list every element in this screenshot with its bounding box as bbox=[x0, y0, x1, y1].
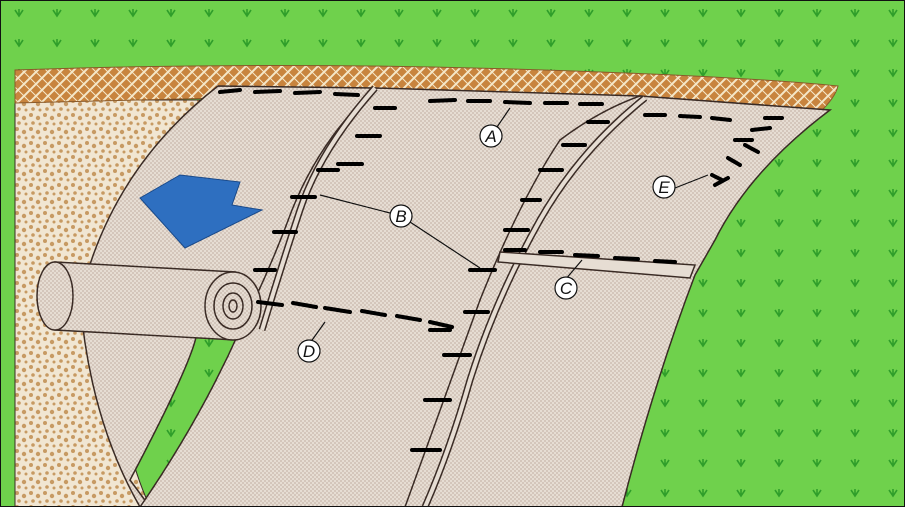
callout-label-b: B bbox=[395, 207, 406, 226]
staples-left-seam bbox=[253, 106, 397, 272]
callout-label-d: D bbox=[303, 342, 315, 361]
staples-right-seam bbox=[410, 120, 610, 452]
callout-e: E bbox=[652, 175, 676, 199]
seam-end-overlap bbox=[497, 251, 697, 279]
rolled-blanket-icon bbox=[36, 261, 262, 341]
callout-a: A bbox=[479, 124, 503, 148]
staples-terminal-edge bbox=[710, 116, 784, 187]
blanket-strip-right bbox=[404, 95, 833, 507]
leader-lines bbox=[309, 107, 709, 344]
seam-overlap-right-inner bbox=[423, 96, 647, 507]
callout-label-e: E bbox=[658, 178, 670, 197]
callout-d: D bbox=[297, 339, 321, 363]
seam-overlap-left-inner bbox=[260, 86, 377, 331]
downslope-arrow-icon bbox=[139, 174, 264, 249]
staples-roll-end bbox=[256, 300, 454, 329]
staples-end-overlap bbox=[503, 248, 677, 264]
callout-c: C bbox=[554, 276, 578, 300]
callout-label-c: C bbox=[560, 279, 573, 298]
callout-b: B bbox=[389, 204, 413, 228]
staples-top-row bbox=[218, 88, 732, 122]
callout-label-a: A bbox=[484, 127, 496, 146]
